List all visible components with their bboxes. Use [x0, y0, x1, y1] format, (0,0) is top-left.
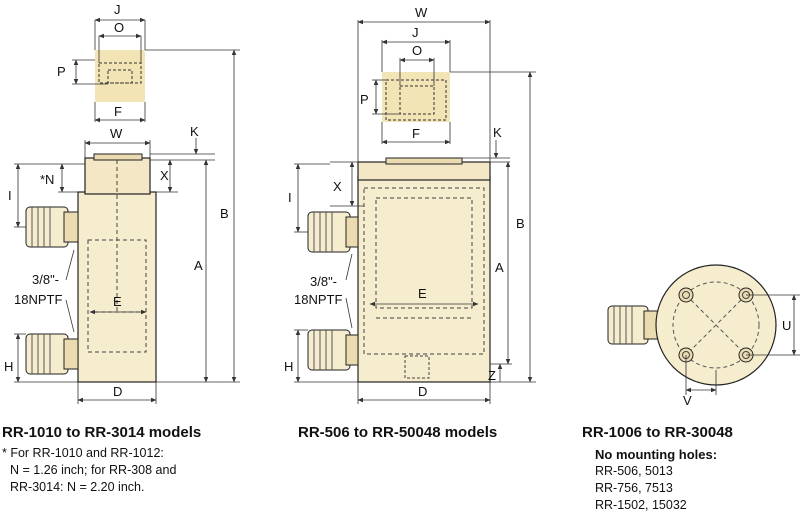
- middle-label-W: W: [415, 5, 428, 20]
- left-label-I: I: [8, 188, 12, 203]
- middle-label-H: H: [284, 359, 293, 374]
- middle-label-D: D: [418, 384, 427, 399]
- left-label-J: J: [114, 2, 121, 17]
- left-label-E: E: [113, 294, 122, 309]
- left-label-B: B: [220, 206, 229, 221]
- middle-label-O: O: [412, 43, 422, 58]
- middle-label-I: I: [288, 190, 292, 205]
- middle-label-E: E: [418, 286, 427, 301]
- right-footnote-heading: No mounting holes:: [595, 447, 718, 462]
- left-port-label-line1: 3/8"-: [32, 272, 59, 287]
- right-label-V: V: [683, 393, 692, 408]
- left-label-W: W: [110, 126, 123, 141]
- middle-port-label-line1: 3/8"-: [310, 274, 337, 289]
- left-footnote-line: N = 1.26 inch; for RR-308 and: [10, 463, 177, 477]
- right-footnote: No mounting holes: RR-506, 5013 RR-756, …: [595, 446, 717, 514]
- middle-upper-coupler: [307, 211, 359, 253]
- left-label-N: *N: [40, 172, 54, 187]
- left-label-O: O: [114, 20, 124, 35]
- middle-cylinder-body: [357, 175, 491, 383]
- middle-label-Z: Z: [488, 368, 496, 383]
- left-footnote: * For RR-1010 and RR-1012: N = 1.26 inch…: [2, 445, 176, 496]
- left-label-F: F: [114, 104, 122, 119]
- left-upper-coupler: [25, 206, 79, 248]
- middle-lower-coupler: [307, 329, 359, 371]
- right-label-U: U: [782, 318, 791, 333]
- middle-label-A: A: [495, 260, 504, 275]
- left-label-D: D: [113, 384, 122, 399]
- right-footnote-line: RR-506, 5013: [595, 464, 673, 478]
- middle-port-label-line2: 18NPTF: [294, 292, 342, 307]
- left-footnote-line: * For RR-1010 and RR-1012:: [2, 446, 164, 460]
- left-footnote-line: RR-3014: N = 2.20 inch.: [10, 480, 145, 494]
- right-footnote-line: RR-1502, 15032: [595, 498, 687, 512]
- right-coupler: [607, 305, 659, 345]
- left-label-H: H: [4, 359, 13, 374]
- left-label-X: X: [160, 168, 169, 183]
- middle-label-P: P: [360, 92, 369, 107]
- middle-caption: RR-506 to RR-50048 models: [298, 424, 498, 441]
- middle-plunger: [357, 161, 491, 181]
- left-cylinder-drawing: J O P F W K X *N I B A E H D 3/8"- 18NPT…: [4, 2, 240, 404]
- left-port-label-line2: 18NPTF: [14, 292, 62, 307]
- middle-label-X: X: [333, 179, 342, 194]
- left-saddle: [95, 50, 145, 102]
- right-caption: RR-1006 to RR-30048: [582, 424, 733, 441]
- left-caption: RR-1010 to RR-3014 models: [2, 424, 202, 441]
- left-label-K: K: [190, 124, 199, 139]
- middle-label-F: F: [412, 126, 420, 141]
- left-lower-coupler: [25, 333, 79, 375]
- middle-label-K: K: [493, 125, 502, 140]
- middle-cylinder-drawing: W J O P F K X I B A E H D Z 3/8"- 18NPTF: [284, 5, 536, 404]
- middle-label-J: J: [412, 25, 419, 40]
- middle-label-B: B: [516, 216, 525, 231]
- left-label-A: A: [194, 258, 203, 273]
- left-label-P: P: [57, 64, 66, 79]
- right-footnote-line: RR-756, 7513: [595, 481, 673, 495]
- right-top-view-drawing: U V: [607, 264, 800, 408]
- mounting-holes: [678, 287, 754, 363]
